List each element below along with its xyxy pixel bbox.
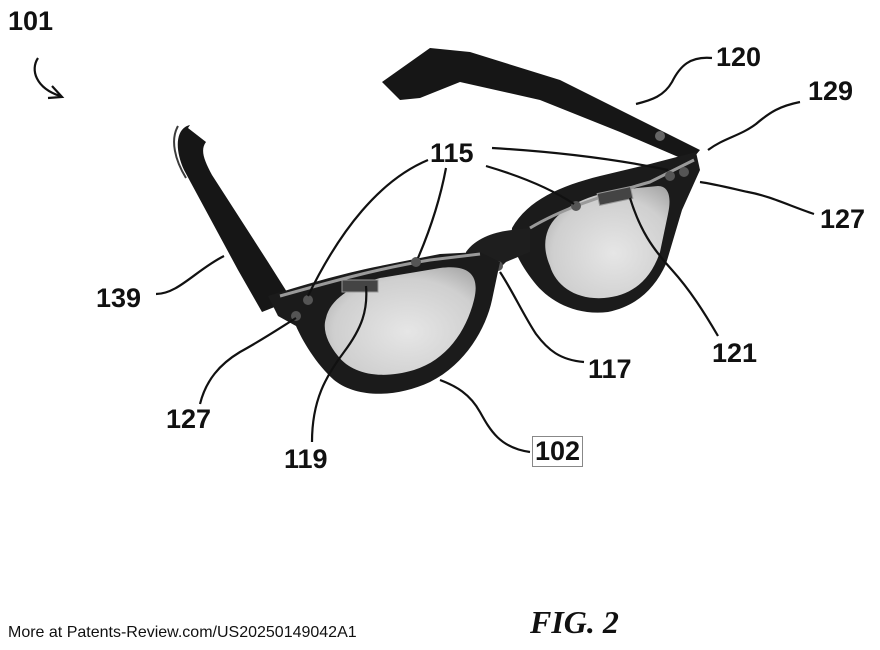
leader-120 [636,58,712,104]
sensor-dot [665,171,675,181]
figure-caption: FIG. 2 [530,604,619,641]
ref-numeral-127-right: 127 [820,206,865,233]
ref-numeral-102: 102 [532,436,583,467]
ref-numeral-115: 115 [430,140,474,167]
leader-102 [440,380,530,452]
ref-numeral-117: 117 [588,356,632,383]
leader-lines [35,58,814,452]
sensor-dot [411,257,421,267]
temple-arm-near [178,125,292,312]
ref-numeral-139: 139 [96,285,141,312]
ref-numeral-127-left: 127 [166,406,211,433]
leader-127-right [700,182,814,214]
leader-127-left [200,318,296,404]
display-module-left [342,280,378,292]
ref-numeral-121: 121 [712,340,757,367]
leader-115-b [418,168,446,258]
leader-139 [156,256,224,294]
ref-numeral-120: 120 [716,44,761,71]
source-note: More at Patents-Review.com/US20250149042… [8,624,357,642]
ref-numeral-119: 119 [284,446,328,473]
temple-sensor-far [655,131,665,141]
sensor-dot [303,295,313,305]
leader-129 [708,102,800,150]
sensor-dot [679,167,689,177]
ref-numeral-129: 129 [808,78,853,105]
ref-numeral-101: 101 [8,8,53,35]
